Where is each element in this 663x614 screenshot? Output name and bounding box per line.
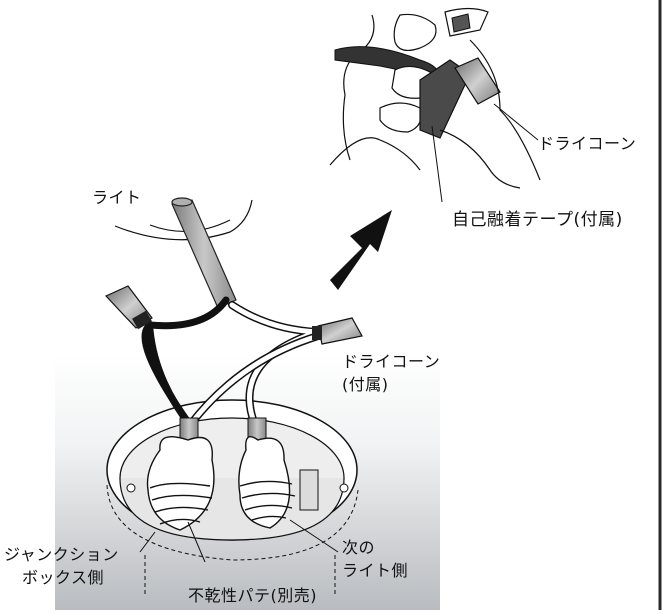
label-dry-cone-top: ドライコーン [538, 134, 637, 153]
dry-cone-left [104, 285, 153, 330]
putty-right [238, 436, 296, 529]
label-next: 次の [342, 538, 376, 557]
hands-illustration [329, 7, 541, 189]
label-light: ライト [92, 188, 142, 207]
putty-left [146, 436, 215, 531]
white-wire-2-core [187, 333, 321, 428]
label-junction: ジャンクション [4, 545, 119, 564]
leader-next [289, 519, 339, 553]
fixture-arc [114, 199, 253, 241]
leader-putty [187, 521, 206, 563]
label-tape: 自己融着テープ(付属) [452, 210, 623, 230]
arrow-icon [330, 210, 392, 290]
label-next-light-side: ライト側 [342, 561, 409, 580]
label-dry-cone-mid: ドライコーン [342, 352, 441, 371]
label-dry-cone-mid-note: (付属) [342, 375, 389, 394]
light-tube [171, 197, 237, 309]
leader-tape [431, 125, 443, 203]
leader-dry-cone-top [493, 103, 539, 141]
label-junction-side: ボックス側 [22, 568, 105, 587]
leader-junction [139, 531, 156, 553]
black-wire-2 [146, 326, 194, 429]
label-putty: 不乾性パテ(別売) [188, 586, 317, 605]
dry-cone-right [312, 317, 363, 345]
